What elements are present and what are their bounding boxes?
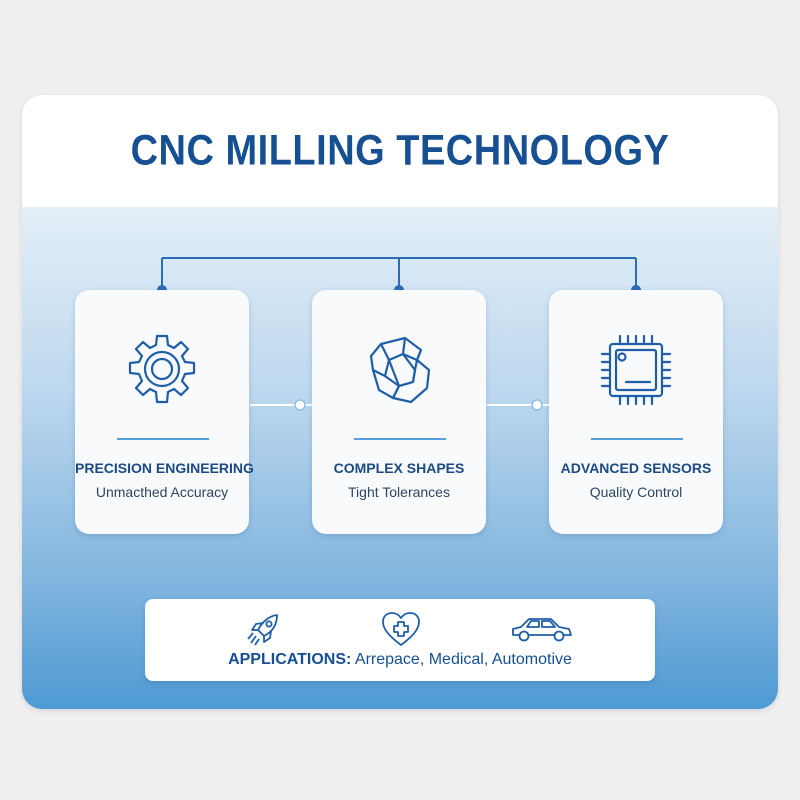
- card-divider: [117, 438, 209, 440]
- card-advanced-sensors: ADVANCED SENSORS Quality Control: [549, 290, 723, 534]
- interlocking-shape-icon: [369, 336, 431, 404]
- applications-text: APPLICATIONS: Arrepace, Medical, Automot…: [145, 651, 655, 669]
- page-title: CNC MILLING TECHNOLOGY: [130, 127, 670, 175]
- gear-icon: [128, 334, 196, 404]
- applications-bar: APPLICATIONS: Arrepace, Medical, Automot…: [145, 599, 655, 681]
- card-complex-shapes: COMPLEX SHAPES Tight Tolerances: [312, 290, 486, 534]
- rocket-icon: [247, 614, 278, 646]
- card-label: PRECISION ENGINEERING: [75, 460, 254, 476]
- card-divider: [591, 438, 683, 440]
- microchip-icon: [600, 334, 672, 406]
- card-label: COMPLEX SHAPES: [333, 460, 465, 476]
- heart-cross-icon: [382, 612, 420, 646]
- card-subtitle: Quality Control: [589, 484, 683, 500]
- car-icon: [512, 618, 572, 642]
- card-precision-engineering: PRECISION ENGINEERING Unmacthed Accuracy: [75, 290, 254, 534]
- card-divider: [354, 438, 446, 440]
- card-label: ADVANCED SENSORS: [560, 460, 712, 476]
- applications-label: APPLICATIONS:: [228, 651, 352, 668]
- card-subtitle: Unmacthed Accuracy: [95, 484, 229, 500]
- applications-list: Arrepace, Medical, Automotive: [354, 651, 572, 668]
- card-subtitle: Tight Tolerances: [348, 484, 450, 500]
